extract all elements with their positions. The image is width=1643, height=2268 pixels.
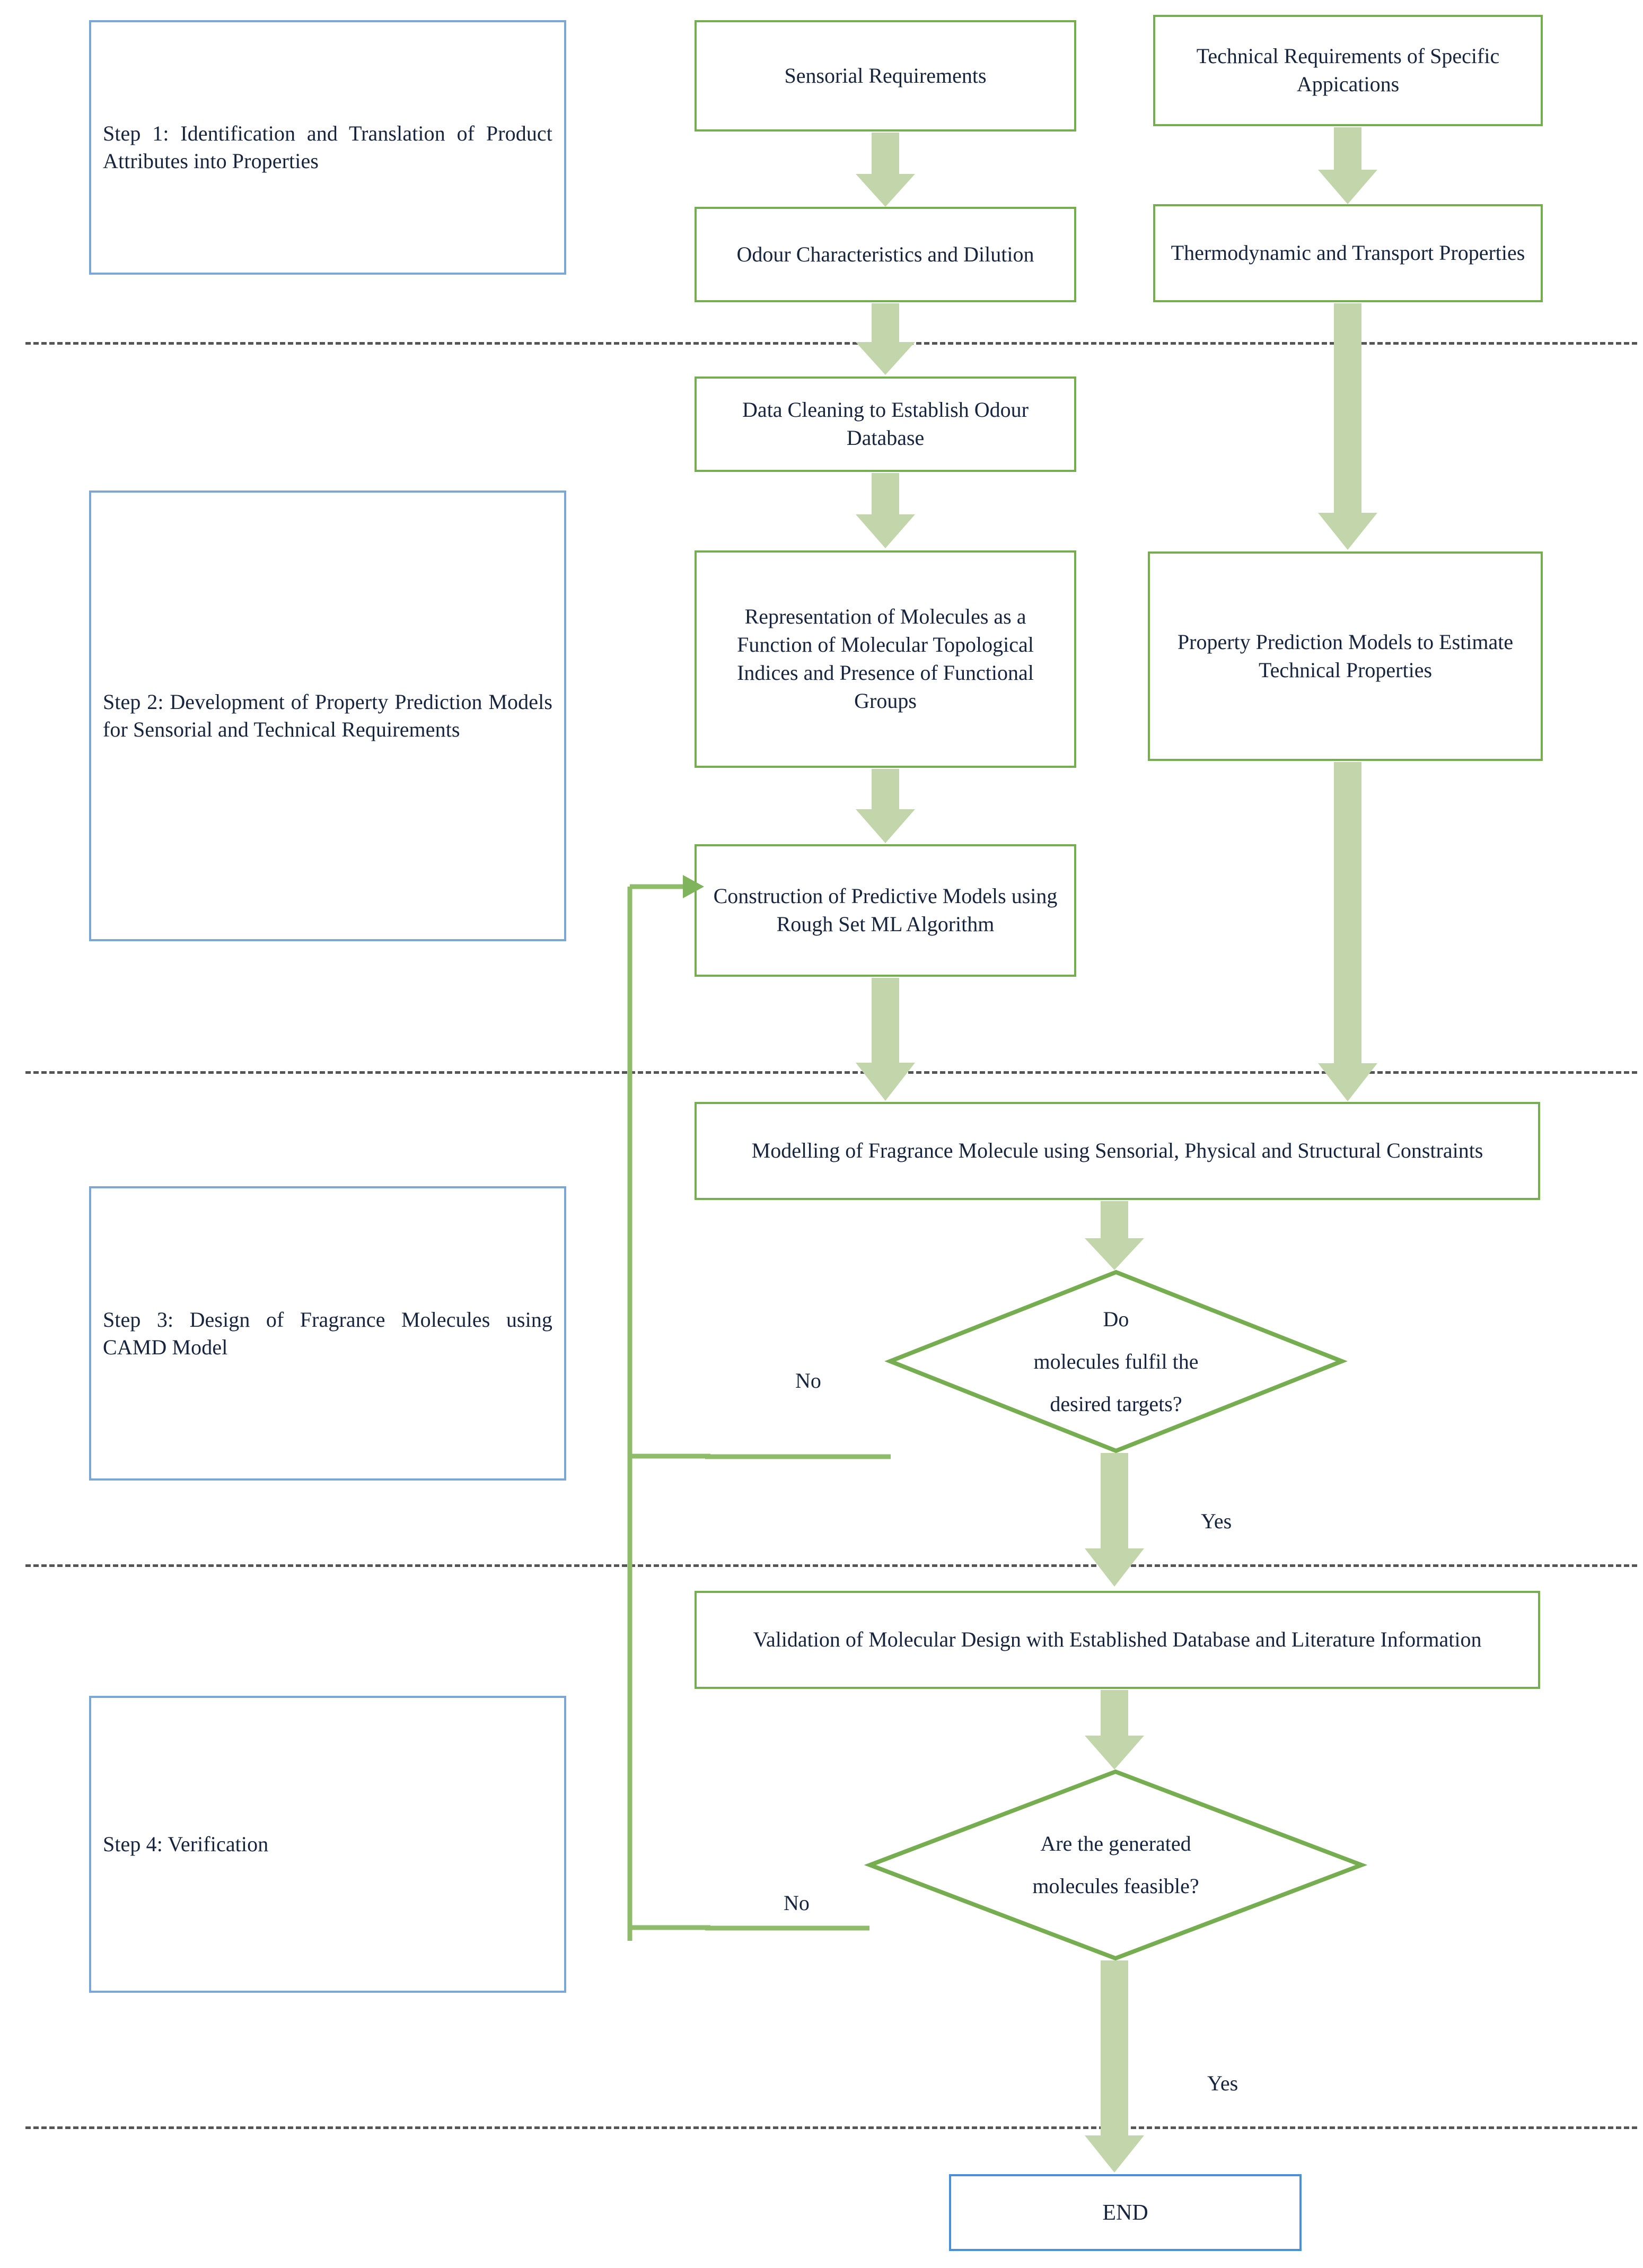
process-modelling-fragrance: Modelling of Fragrance Molecule using Se… — [695, 1102, 1540, 1200]
process-odour-characteristics: Odour Characteristics and Dilution — [695, 207, 1076, 302]
process-representation-molecules: Representation of Molecules as a Functio… — [695, 550, 1076, 768]
arrow-odour-to-data-cleaning — [856, 303, 915, 375]
edge-label-yes-feasible: Yes — [1207, 2071, 1238, 2095]
feedback-loop-connector — [615, 870, 710, 1941]
process-data-cleaning-label: Data Cleaning to Establish Odour Databas… — [742, 398, 1029, 450]
process-sensorial-requirements: Sensorial Requirements — [695, 20, 1076, 132]
process-thermodynamic-transport: Thermodynamic and Transport Properties — [1153, 204, 1543, 302]
arrow-validation-to-decision-feasible — [1085, 1690, 1144, 1770]
step-3-label: Step 3: Design of Fragrance Molecules us… — [103, 1307, 552, 1359]
section-divider-3 — [25, 1564, 1637, 1567]
process-property-prediction: Property Prediction Models to Estimate T… — [1148, 551, 1543, 761]
decision-targets: Do molecules fulfil the desired targets? — [884, 1269, 1348, 1453]
terminal-end-label: END — [1102, 2200, 1148, 2225]
process-construction-predictive-label: Construction of Predictive Models using … — [713, 884, 1058, 936]
section-divider-2 — [25, 1071, 1637, 1074]
process-construction-predictive: Construction of Predictive Models using … — [695, 844, 1076, 977]
process-validation-design: Validation of Molecular Design with Esta… — [695, 1591, 1540, 1689]
arrow-decision-feasible-to-end — [1085, 1960, 1144, 2173]
edge-label-no-feasible: No — [784, 1891, 810, 1915]
process-thermodynamic-transport-label: Thermodynamic and Transport Properties — [1171, 241, 1525, 265]
arrow-data-cleaning-to-representation — [856, 473, 915, 548]
process-sensorial-requirements-label: Sensorial Requirements — [784, 63, 987, 87]
process-validation-design-label: Validation of Molecular Design with Esta… — [753, 1627, 1482, 1652]
process-representation-molecules-label: Representation of Molecules as a Functio… — [737, 605, 1034, 713]
arrow-decision-targets-to-validation — [1085, 1453, 1144, 1587]
terminal-end: END — [949, 2174, 1302, 2251]
process-odour-characteristics-label: Odour Characteristics and Dilution — [736, 242, 1034, 266]
no-branch-line-feasible — [705, 1924, 869, 1932]
arrow-technical-to-thermodynamic — [1318, 127, 1377, 204]
edge-label-no-targets: No — [795, 1369, 821, 1393]
process-modelling-fragrance-label: Modelling of Fragrance Molecule using Se… — [751, 1139, 1483, 1163]
arrow-modelling-to-decision-targets — [1085, 1201, 1144, 1270]
section-divider-1 — [25, 342, 1637, 345]
process-technical-requirements-label: Technical Requirements of Specific Appic… — [1196, 44, 1500, 96]
no-branch-line-targets — [705, 1453, 891, 1460]
step-box-3: Step 3: Design of Fragrance Molecules us… — [89, 1186, 566, 1481]
arrow-representation-to-construction — [856, 769, 915, 843]
arrow-sensorial-to-odour — [856, 133, 915, 207]
step-1-label: Step 1: Identification and Translation o… — [103, 121, 552, 173]
step-box-4: Step 4: Verification — [89, 1696, 566, 1993]
section-divider-4 — [25, 2126, 1637, 2129]
step-2-label: Step 2: Development of Property Predicti… — [103, 690, 552, 741]
edge-label-yes-targets: Yes — [1201, 1509, 1232, 1533]
arrow-construction-to-modelling — [856, 978, 915, 1101]
step-box-2: Step 2: Development of Property Predicti… — [89, 491, 566, 941]
process-technical-requirements: Technical Requirements of Specific Appic… — [1153, 15, 1543, 126]
arrow-property-prediction-to-modelling — [1318, 762, 1377, 1101]
process-property-prediction-label: Property Prediction Models to Estimate T… — [1177, 629, 1514, 682]
process-data-cleaning: Data Cleaning to Establish Odour Databas… — [695, 376, 1076, 472]
arrow-thermodynamic-to-property-prediction — [1318, 303, 1377, 550]
decision-feasible: Are the generated molecules feasible? — [864, 1769, 1368, 1961]
step-4-label: Step 4: Verification — [103, 1832, 269, 1856]
step-box-1: Step 1: Identification and Translation o… — [89, 20, 566, 275]
